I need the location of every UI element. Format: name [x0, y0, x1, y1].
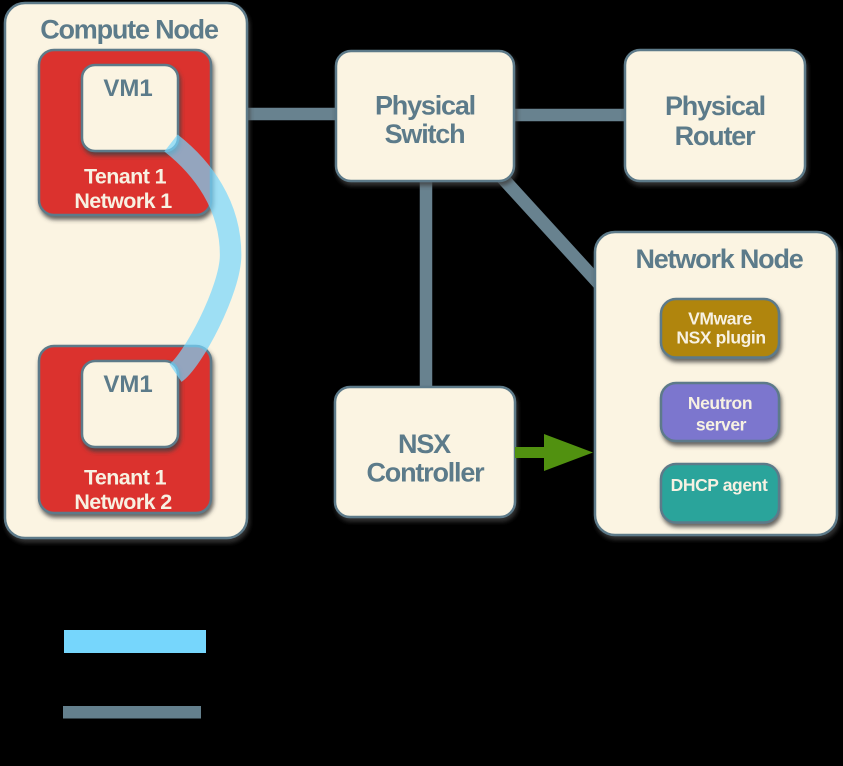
svg-text:Compute Node: Compute Node	[40, 15, 219, 45]
svg-text:Router: Router	[675, 121, 756, 151]
svg-text:Network Node: Network Node	[635, 244, 803, 274]
svg-text:NSX: NSX	[398, 429, 451, 459]
svg-text:Physical: Physical	[665, 91, 765, 121]
svg-text:Physical: Physical	[375, 91, 475, 121]
svg-text:VM1: VM1	[103, 75, 152, 102]
svg-text:Controller: Controller	[366, 458, 485, 488]
svg-text:server: server	[696, 415, 747, 435]
svg-text:VMware: VMware	[688, 309, 752, 329]
svg-text:VM1: VM1	[103, 371, 152, 398]
svg-text:Network 2: Network 2	[74, 490, 172, 514]
svg-text:Network 1: Network 1	[74, 189, 172, 213]
svg-text:NSX plugin: NSX plugin	[676, 328, 765, 348]
svg-text:Tenant 1: Tenant 1	[84, 165, 167, 189]
svg-text:DHCP agent: DHCP agent	[671, 475, 768, 495]
svg-text:Tenant 1: Tenant 1	[84, 466, 167, 490]
svg-text:Switch: Switch	[385, 119, 465, 149]
svg-text:Neutron: Neutron	[688, 393, 752, 413]
